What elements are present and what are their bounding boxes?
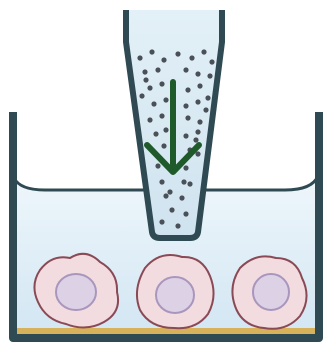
particle bbox=[175, 51, 180, 56]
particle bbox=[197, 119, 202, 124]
particle bbox=[169, 207, 174, 212]
cells bbox=[34, 254, 306, 329]
particle bbox=[175, 223, 180, 228]
particle bbox=[161, 143, 166, 148]
particle bbox=[159, 113, 164, 118]
particle bbox=[163, 127, 168, 132]
particle bbox=[195, 129, 200, 134]
particle bbox=[149, 49, 154, 54]
particle bbox=[195, 71, 200, 76]
particle bbox=[187, 181, 192, 186]
particle bbox=[183, 211, 188, 216]
particle bbox=[183, 67, 188, 72]
particle bbox=[209, 59, 214, 64]
particle bbox=[161, 57, 166, 62]
cell-nucleus bbox=[156, 277, 194, 313]
particle bbox=[183, 133, 188, 138]
particle bbox=[195, 99, 200, 104]
particle bbox=[185, 115, 190, 120]
particle bbox=[163, 193, 168, 198]
particle bbox=[189, 55, 194, 60]
particle bbox=[153, 131, 158, 136]
particle bbox=[155, 163, 160, 168]
particle bbox=[142, 69, 147, 74]
particle bbox=[167, 189, 172, 194]
particle bbox=[181, 179, 186, 184]
particle bbox=[201, 49, 206, 54]
cell-right bbox=[232, 256, 306, 328]
particle bbox=[203, 107, 208, 112]
particle bbox=[179, 195, 184, 200]
particle bbox=[183, 103, 188, 108]
particle bbox=[139, 93, 144, 98]
particle bbox=[143, 77, 148, 82]
particle bbox=[197, 83, 202, 88]
particle bbox=[185, 87, 190, 92]
particle bbox=[163, 97, 168, 102]
cell-nucleus bbox=[56, 274, 96, 310]
cell-nucleus bbox=[253, 274, 289, 310]
particle bbox=[137, 55, 142, 60]
particle bbox=[207, 73, 212, 78]
cell-middle bbox=[137, 255, 214, 328]
particle bbox=[159, 81, 164, 86]
particle bbox=[159, 179, 164, 184]
particle bbox=[193, 137, 198, 142]
particle bbox=[159, 219, 164, 224]
particle bbox=[147, 117, 152, 122]
particle bbox=[155, 67, 160, 72]
particle bbox=[183, 165, 188, 170]
particle bbox=[205, 95, 210, 100]
particle bbox=[147, 85, 152, 90]
particle bbox=[151, 101, 156, 106]
